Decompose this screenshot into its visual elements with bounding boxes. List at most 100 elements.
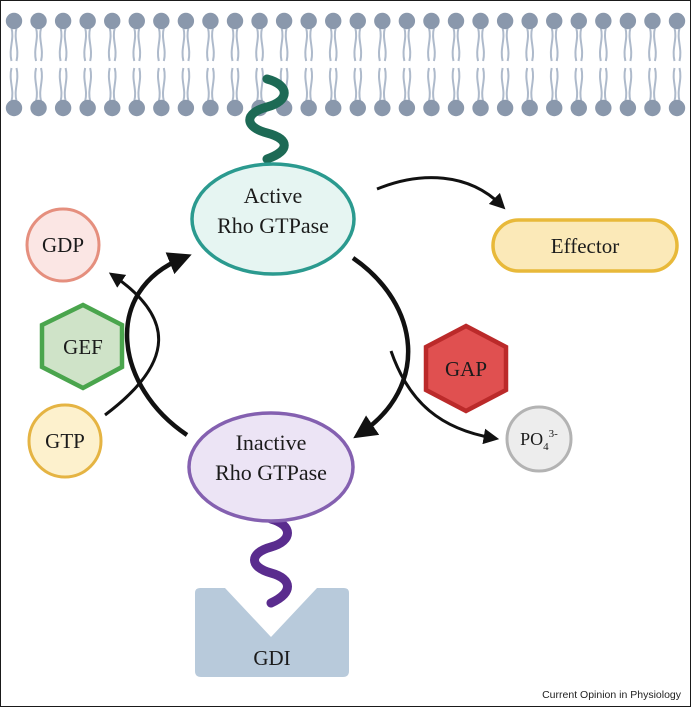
lipid-tail [598, 67, 603, 102]
phosphate-node: PO43- [505, 405, 573, 473]
lipid-head [30, 12, 47, 30]
lipid-tail [309, 67, 314, 102]
lipid-tail [156, 27, 161, 62]
lipid-head [472, 12, 489, 30]
lipid-head [349, 12, 366, 30]
lipid-head [275, 12, 293, 30]
lipid-tail [230, 67, 235, 102]
lipid-tail [476, 27, 480, 62]
lipid-tail [672, 27, 677, 62]
active-label-line2: Rho GTPase [217, 213, 329, 238]
gdi-label: GDI [253, 646, 290, 670]
lipid-head [300, 99, 317, 117]
lipid-tail [83, 27, 88, 62]
lipid-tail [603, 27, 608, 62]
lipid-tail [230, 27, 235, 62]
lipid-head [226, 99, 244, 117]
lipid-tail [554, 67, 559, 102]
lipid-tail [58, 27, 63, 62]
gef-node: GEF [39, 302, 125, 391]
lipid-tail [407, 27, 412, 62]
lipid-head [54, 99, 72, 117]
lipid-tail [377, 67, 382, 102]
active-to-effector-arrow [376, 176, 506, 210]
inactive-label-line1: Inactive [236, 430, 307, 455]
inactive-rho-gtpase: Inactive Rho GTPase [187, 411, 355, 523]
lipid-head [570, 12, 587, 30]
lipid-tail [39, 67, 43, 102]
inactive-label-line2: Rho GTPase [215, 460, 327, 485]
lipid-head [153, 12, 170, 30]
effector-node: Effector [491, 218, 679, 273]
lipid-tail [156, 67, 161, 102]
effector-label: Effector [551, 234, 619, 258]
lipid-tail [427, 27, 431, 62]
lipid-head [398, 99, 416, 117]
lipid-tail [623, 67, 628, 102]
lipid-tail [530, 27, 535, 62]
active-membrane-anchor [245, 74, 289, 164]
lipid-head [349, 99, 366, 117]
gdp-label: GDP [42, 233, 84, 257]
lipid-tail [382, 27, 387, 62]
lipid-head [104, 12, 121, 30]
lipid-tail [598, 27, 603, 62]
lipid-tail [83, 67, 88, 102]
lipid-head [521, 12, 538, 30]
lipid-tail [623, 27, 628, 62]
lipid-tail [628, 27, 633, 62]
lipid-tail [574, 67, 579, 102]
lipid-tail [476, 67, 480, 102]
lipid-head [128, 12, 145, 30]
lipid-head [619, 99, 637, 117]
lipid-tail [377, 27, 382, 62]
lipid-tail [132, 67, 137, 102]
lipid-tail [186, 67, 191, 102]
lipid-tail [39, 27, 43, 62]
lipid-tail [132, 27, 137, 62]
lipid-head [447, 12, 465, 30]
lipid-head [644, 12, 661, 30]
phosphate-label: PO43- [520, 428, 558, 453]
lipid-tail [505, 27, 510, 62]
lipid-tail [432, 67, 436, 102]
lipid-tail [677, 27, 682, 62]
lipid-tail [328, 67, 333, 102]
lipid-head [104, 99, 121, 117]
lipid-head [251, 12, 268, 30]
lipid-tail [255, 27, 259, 62]
lipid-head [177, 12, 195, 30]
lipid-tail [137, 27, 142, 62]
lipid-head [521, 99, 538, 117]
lipid-tail [481, 27, 485, 62]
lipid-tail [161, 67, 166, 102]
lipid-tail [549, 67, 554, 102]
lipid-tail [107, 67, 112, 102]
lipid-head [447, 99, 465, 117]
lipid-head [325, 12, 342, 30]
lipid-head [496, 99, 514, 117]
lipid-tail [456, 27, 461, 62]
lipid-tail [451, 27, 456, 62]
lipid-head [374, 99, 391, 117]
lipid-tail [653, 67, 657, 102]
lipid-tail [181, 67, 186, 102]
lipid-tail [603, 67, 608, 102]
lipid-tail [505, 67, 510, 102]
lipid-tail [549, 27, 554, 62]
lipid-tail [648, 67, 652, 102]
lipid-head [30, 99, 47, 117]
gtp-node: GTP [27, 403, 103, 479]
lipid-tail [255, 67, 259, 102]
lipid-head [644, 99, 661, 117]
lipid-tail [211, 27, 215, 62]
lipid-head [128, 99, 145, 117]
lipid-tail [427, 67, 431, 102]
lipid-head [153, 99, 170, 117]
lipid-tail [672, 67, 677, 102]
lipid-tail [677, 67, 682, 102]
lipid-head [423, 99, 440, 117]
lipid-tail [451, 67, 456, 102]
lipid-tail [653, 27, 657, 62]
lipid-tail [235, 67, 240, 102]
